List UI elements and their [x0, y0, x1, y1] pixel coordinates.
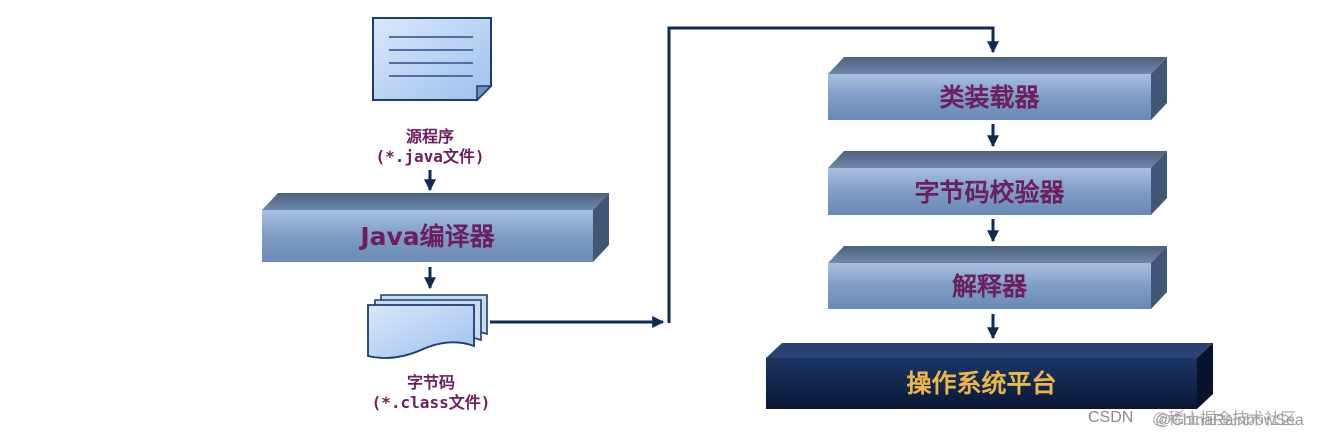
bytecode-verifier-label: 字节码校验器 — [914, 178, 1065, 207]
java-compiler-label: Java编译器 — [360, 222, 495, 251]
arrow-jvm-to-class-loader — [667, 26, 999, 323]
bytecode-verifier-block — [828, 151, 1167, 215]
interpreter-label: 解释器 — [951, 272, 1027, 301]
source-label-title: 源程序 — [405, 127, 454, 146]
os-platform-block — [766, 343, 1213, 409]
source-document-icon — [372, 17, 493, 102]
bytecode-label-title: 字节码 — [406, 373, 455, 392]
bytecode-files-icon — [367, 294, 488, 359]
java-compiler-block — [262, 193, 609, 262]
source-label: 源程序 (*.java文件) — [320, 127, 540, 167]
source-label-ext: (*.java文件) — [375, 147, 485, 166]
flow-arrows — [424, 26, 999, 340]
bytecode-label-ext: (*.class文件) — [371, 393, 491, 412]
bytecode-label: 字节码 (*.class文件) — [316, 373, 546, 413]
class-loader-label: 类装载器 — [939, 83, 1040, 112]
os-platform-label: 操作系统平台 — [906, 369, 1057, 398]
juejin-watermark: @稀土掘金技术社区 — [1152, 411, 1297, 428]
interpreter-block — [828, 246, 1167, 309]
class-loader-block — [828, 57, 1167, 120]
csdn-watermark: CSDN — [1088, 409, 1134, 426]
author-watermark: @ChinaRainbowSea — [1155, 412, 1304, 429]
